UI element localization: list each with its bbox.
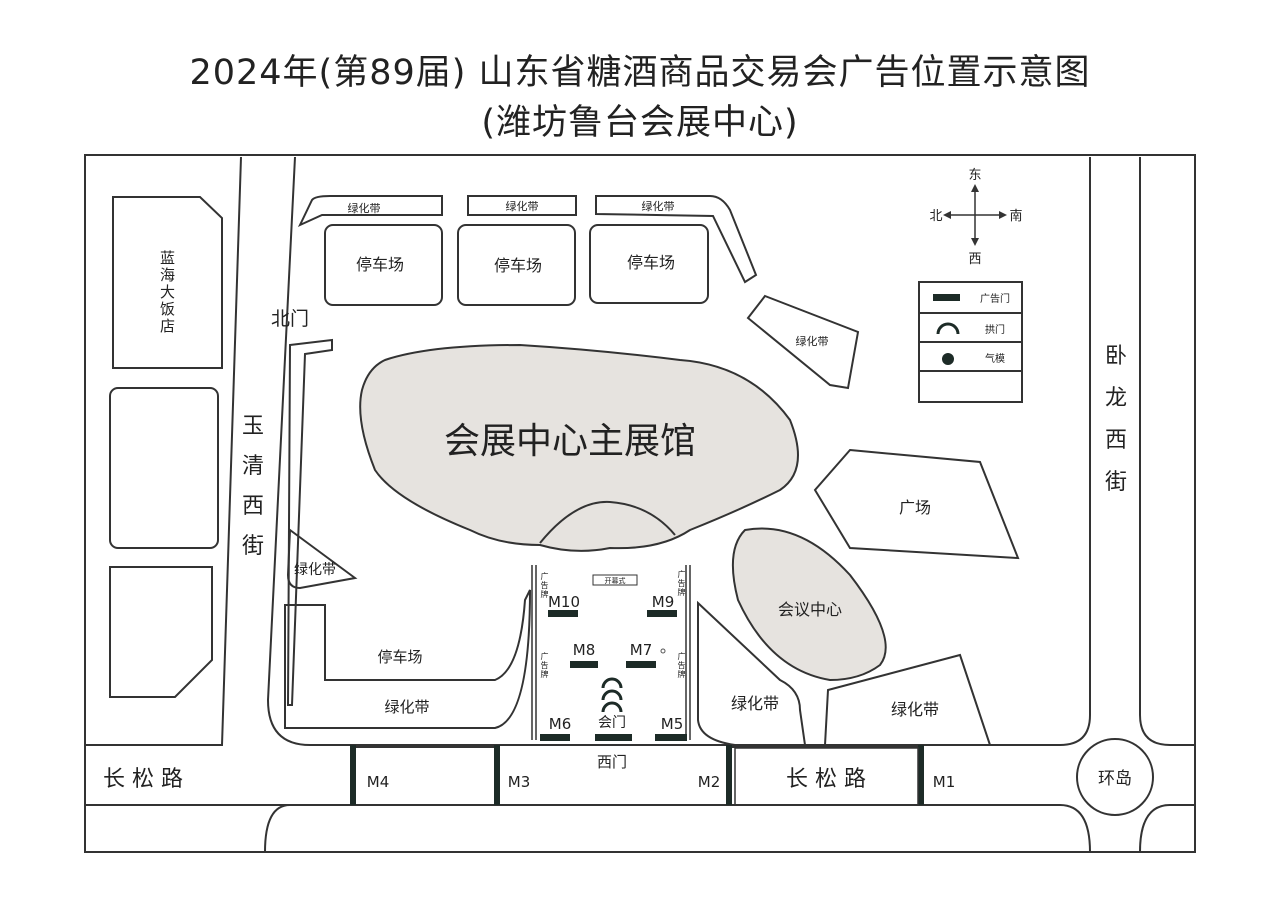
road-ad-gates	[350, 745, 924, 805]
wolong-street-label: 卧龙西街	[1105, 344, 1127, 495]
legend-label: 广告门	[980, 292, 1010, 305]
greenbelt-s1	[697, 600, 807, 746]
marker-M10: M10	[548, 593, 580, 611]
plaza	[813, 448, 1020, 560]
road-inner-edge	[266, 156, 1091, 746]
compass-west: 西	[968, 252, 981, 267]
marker-M5: M5	[661, 715, 684, 733]
parking-greenbelt-west	[284, 589, 531, 729]
legend-label: 气模	[985, 352, 1005, 365]
marker-M4: M4	[367, 773, 390, 791]
parking-lot-1	[324, 224, 443, 306]
legend	[918, 281, 1023, 403]
marker-M1: M1	[933, 773, 956, 791]
greenbelt-label: 绿化带	[796, 334, 829, 348]
opening-stage	[592, 574, 638, 586]
main-hall-label: 会展中心主展馆	[444, 421, 696, 462]
greenbelt-strip	[286, 338, 333, 706]
billboard-label: 广告牌	[540, 652, 549, 679]
road-corner-right	[1139, 804, 1195, 853]
greenbelt-label: 绿化带	[506, 199, 539, 213]
greenbelt-w	[286, 528, 358, 590]
compass-east: 东	[968, 168, 981, 183]
balloon-legend-icon	[942, 353, 954, 365]
meeting-gate-label: 会门	[598, 715, 626, 731]
greenbelt-top-3	[595, 195, 758, 284]
conference-center	[731, 527, 887, 682]
compass-south: 南	[1009, 208, 1022, 224]
map-frame	[84, 154, 1196, 853]
opening-label: 开幕式	[605, 576, 626, 585]
hotel-label: 蓝海大饭店	[158, 250, 176, 335]
hotel-building	[112, 196, 223, 369]
roundabout-label: 环岛	[1098, 769, 1132, 789]
compass-north: 北	[929, 209, 942, 224]
greenbelt-label: 绿化带	[384, 698, 429, 716]
arch-icon	[601, 677, 623, 713]
parking-label: 停车场	[494, 256, 542, 275]
wolong-road-right-edge	[1139, 157, 1195, 746]
ad-gate-M9	[647, 610, 677, 617]
marker-M8: M8	[573, 641, 596, 659]
legend-label: 拱门	[985, 323, 1005, 336]
marker-M6: M6	[549, 715, 572, 733]
changsong-road-label: 长 松 路	[786, 767, 866, 792]
greenbelt-ne	[746, 294, 860, 390]
ad-gate-M10	[548, 610, 578, 617]
greenbelt-label: 绿化带	[891, 700, 939, 719]
greenbelt-top-2	[467, 195, 577, 216]
conference-label: 会议中心	[778, 600, 842, 619]
north-gate-label: 北门	[271, 308, 309, 330]
ad-gate-M8	[570, 661, 598, 668]
plaza-label: 广场	[899, 498, 931, 517]
parking-label: 停车场	[627, 253, 675, 272]
greenbelt-label: 绿化带	[348, 201, 381, 215]
roundabout	[1076, 738, 1154, 816]
parking-label: 停车场	[377, 648, 422, 666]
greenbelt-label: 绿化带	[642, 199, 675, 213]
building-block	[109, 387, 219, 549]
ad-gate-M7	[626, 661, 656, 668]
greenbelt-s2	[823, 653, 992, 746]
ad-gate-legend-icon	[933, 294, 960, 301]
yuqing-road-left-edge	[85, 156, 242, 746]
compass-icon	[943, 184, 1007, 246]
road-median	[734, 747, 919, 806]
greenbelt-top-1	[297, 195, 443, 228]
greenbelt-label: 绿化带	[294, 562, 336, 578]
marker-M7: M7	[630, 641, 653, 659]
page-title: 2024年(第89届) 山东省糖酒商品交易会广告位置示意图	[189, 53, 1091, 93]
ad-gate-main	[595, 734, 632, 741]
hall-entrance	[539, 500, 676, 544]
marker-M9: M9	[652, 593, 675, 611]
building-block	[109, 566, 213, 698]
billboard-lines	[531, 565, 691, 740]
ad-gate-M5	[655, 734, 687, 741]
marker-M2: M2	[698, 773, 721, 791]
arch-legend-icon	[936, 322, 960, 335]
marker-M3: M3	[508, 773, 531, 791]
parking-label: 停车场	[356, 255, 404, 274]
yuqing-street-label: 玉清西街	[242, 414, 264, 559]
billboard-label: 广告牌	[540, 572, 549, 599]
parking-lot-2	[457, 224, 576, 306]
main-exhibition-hall	[359, 343, 799, 552]
billboard-label: 广告牌	[677, 652, 686, 679]
changsong-road-label: 长 松 路	[103, 767, 183, 792]
billboard-label: 广告牌	[677, 570, 686, 597]
ad-gate-M6	[540, 734, 570, 741]
west-gate-label: 西门	[597, 753, 627, 771]
balloon-icon	[660, 648, 666, 654]
changsong-road-left-edge	[85, 804, 291, 853]
parking-lot-3	[589, 224, 709, 304]
page-subtitle: (潍坊鲁台会展中心)	[481, 103, 799, 143]
changsong-road-bottom-edge	[290, 804, 1091, 853]
greenbelt-label: 绿化带	[731, 694, 779, 713]
